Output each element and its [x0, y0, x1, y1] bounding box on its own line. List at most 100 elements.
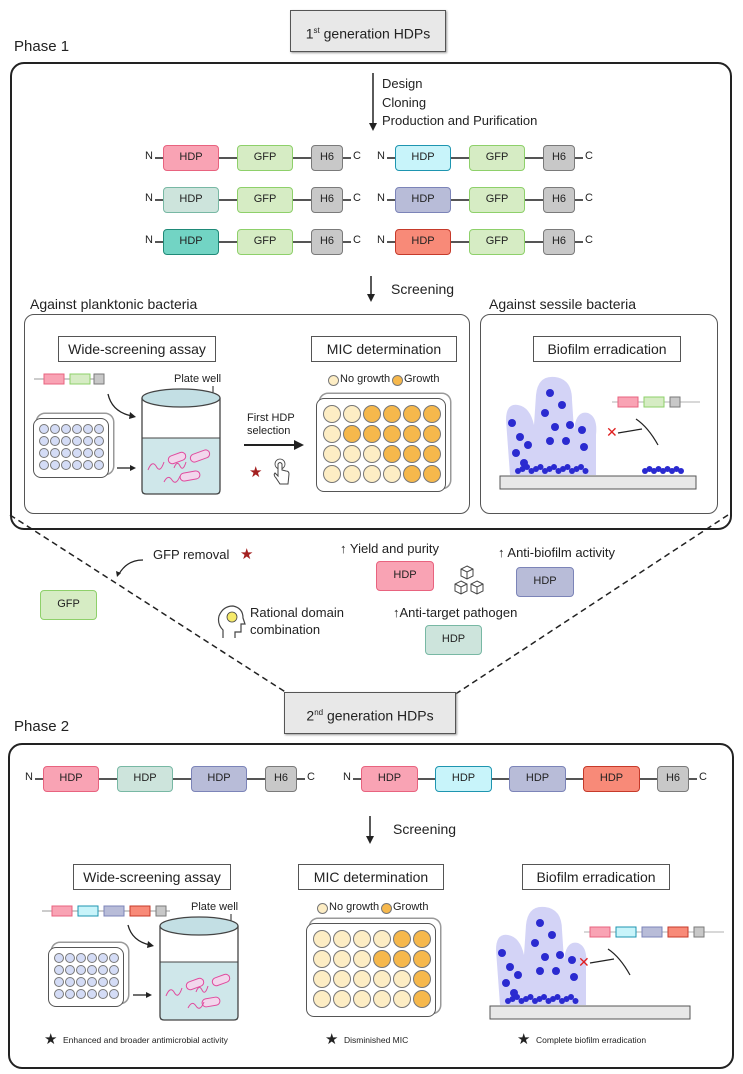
- gen-text: generation HDPs: [323, 707, 434, 724]
- bacteria: [514, 994, 520, 1000]
- growth-well: [413, 930, 431, 948]
- bacteria: [527, 994, 534, 1000]
- hdp-domain: HDP: [435, 766, 492, 792]
- legend-no-growth: No growth: [340, 373, 391, 385]
- c-terminus: C: [585, 192, 593, 204]
- bacteria: [555, 468, 562, 474]
- bacteria: [563, 996, 570, 1002]
- gen-number: 2: [306, 707, 315, 724]
- c-terminus: C: [353, 234, 361, 246]
- first-generation-box: 1st generation HDPs: [290, 10, 446, 52]
- rational-label-1: Rational domain: [250, 605, 344, 620]
- h6-tag: H6: [543, 145, 575, 171]
- plate-well: [39, 424, 49, 434]
- plate-well: [109, 965, 119, 975]
- mini-construct: [34, 373, 105, 385]
- anti-target-hdp-box: HDP: [425, 625, 482, 655]
- p2-legend-growth: Growth: [393, 901, 429, 913]
- bacteria: [537, 464, 544, 470]
- bacteria: [533, 466, 539, 472]
- growth-well: [403, 425, 421, 443]
- c-terminus: C: [353, 150, 361, 162]
- linker: [689, 778, 697, 780]
- no-growth-well: [343, 445, 361, 463]
- cubes-icon: [454, 565, 484, 595]
- gen-sup: st: [313, 26, 320, 35]
- no-growth-well: [343, 465, 361, 483]
- p2-plate-96-well: [48, 947, 124, 1007]
- bacteria-cluster: [516, 433, 524, 441]
- no-growth-well: [353, 970, 371, 988]
- n-terminus: N: [377, 150, 385, 162]
- plate-well: [39, 460, 49, 470]
- p2-mini-construct: [42, 905, 170, 917]
- plate-well-label: Plate well: [174, 373, 222, 385]
- selection-label-1: First HDP: [247, 412, 295, 424]
- bacteria: [542, 468, 548, 474]
- plate-well: [98, 953, 108, 963]
- bacteria-cluster: [536, 919, 544, 927]
- growth-well: [393, 930, 411, 948]
- bacteria: [546, 466, 553, 472]
- bacteria: [550, 996, 556, 1002]
- h6-tag: H6: [265, 766, 297, 792]
- outcome-wide: Enhanced and broader antimicrobial activ…: [63, 1035, 228, 1045]
- no-growth-well: [373, 990, 391, 1008]
- h6-tag: H6: [311, 145, 343, 171]
- phase2-frame: [8, 743, 734, 1069]
- plate-well: [109, 953, 119, 963]
- wide-screening-title: Wide-screening assay: [58, 336, 216, 362]
- surface: [489, 1005, 691, 1020]
- p2-plate-well-label: Plate well: [191, 901, 239, 913]
- linker: [297, 778, 305, 780]
- no-growth-well: [393, 970, 411, 988]
- growth-well: [343, 425, 361, 443]
- biofilm-illustration: ✕: [499, 376, 700, 490]
- plate-well-beaker: [141, 386, 221, 495]
- bacteria-cluster: [568, 956, 576, 964]
- arrow-to-well-icon: [117, 465, 136, 471]
- remaining-bacteria: [642, 468, 648, 474]
- hdp-domain: HDP: [509, 766, 566, 792]
- bacteria: [518, 998, 525, 1004]
- no-growth-well: [363, 465, 381, 483]
- p2-legend-no-growth-dot: [317, 903, 328, 914]
- gfp-domain: GFP: [237, 145, 293, 171]
- linker: [343, 241, 351, 243]
- plate-well: [50, 424, 60, 434]
- bacteria: [532, 998, 538, 1004]
- hdp-domain: HDP: [117, 766, 173, 792]
- p2-biofilm-illustration: ✕: [489, 906, 724, 1020]
- n-terminus: N: [145, 234, 153, 246]
- mini-domain: [693, 926, 705, 938]
- bacteria: [528, 468, 535, 474]
- action-arrow: [589, 958, 615, 964]
- hdp-domain: HDP: [163, 145, 219, 171]
- bacteria-cluster: [508, 419, 516, 427]
- plate-well: [54, 989, 64, 999]
- step-production: Production and Purification: [382, 113, 538, 128]
- plate-well: [50, 436, 60, 446]
- h6-tag: H6: [543, 229, 575, 255]
- steps-arrow-icon: [369, 73, 377, 131]
- bacteria-cluster: [556, 951, 564, 959]
- bacteria: [536, 996, 543, 1002]
- bacteria-cluster: [514, 971, 522, 979]
- remaining-bacteria: [673, 466, 680, 472]
- plate-well: [72, 448, 82, 458]
- linker: [575, 157, 583, 159]
- outcome-mic: Disminished MIC: [344, 1035, 409, 1045]
- growth-well: [413, 970, 431, 988]
- black-star-icon: ★: [517, 1031, 531, 1048]
- n-terminus: N: [25, 771, 33, 783]
- bacteria-cluster: [546, 437, 554, 445]
- hdp-domain: HDP: [395, 229, 451, 255]
- bacteria: [568, 994, 574, 1000]
- gfp-removal-arrow-icon: [116, 559, 144, 577]
- p2-plate-well-beaker: [159, 914, 239, 1021]
- c-terminus: C: [699, 771, 707, 783]
- plate-well: [65, 977, 75, 987]
- anti-target-text: Anti-target pathogen: [399, 605, 518, 620]
- gen-sup: nd: [314, 708, 324, 717]
- gfp-domain: GFP: [237, 229, 293, 255]
